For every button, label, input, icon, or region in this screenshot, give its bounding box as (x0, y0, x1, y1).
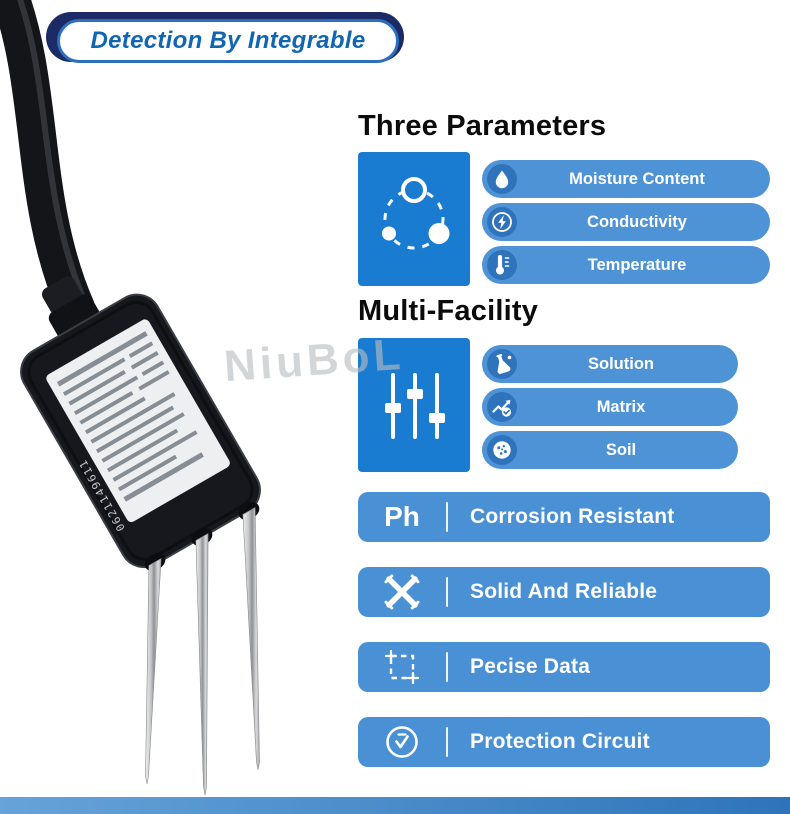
thermometer-icon (487, 250, 517, 280)
divider (446, 652, 448, 682)
section-heading-three-parameters: Three Parameters (358, 110, 607, 142)
facility-pill-label: Solution (588, 355, 654, 373)
soil-icon (487, 435, 517, 465)
conductivity-bolt-icon (487, 207, 517, 237)
section-heading-multi-facility: Multi-Facility (358, 295, 539, 327)
facility-pill-label: Soil (605, 441, 637, 459)
ph-icon: Ph (358, 501, 446, 533)
feature-label: Solid And Reliable (470, 580, 658, 603)
facility-pill-solution: Solution (482, 345, 738, 383)
feature-row-corrosion: Ph Corrosion Resistant (358, 492, 770, 542)
divider (446, 727, 448, 757)
param-pill-label: Temperature (587, 256, 687, 274)
growth-check-icon (487, 392, 517, 422)
cross-brace-icon (358, 569, 446, 615)
facility-pill-label: Matrix (596, 398, 646, 416)
facility-pill-matrix: Matrix (482, 388, 738, 426)
ph-icon-text: Ph (384, 501, 420, 532)
cable-highlight-icon (17, 0, 87, 302)
param-pill-moisture: Moisture Content (482, 160, 770, 198)
feature-row-precise: Pecise Data (358, 642, 770, 692)
title-badge-label: Detection By Integrable (90, 27, 366, 54)
title-badge: Detection By Integrable (57, 19, 399, 63)
facility-pill-soil: Soil (482, 431, 738, 469)
feature-row-solid: Solid And Reliable (358, 567, 770, 617)
probe-prong (195, 532, 209, 796)
protection-check-icon (358, 719, 446, 765)
param-pill-label: Moisture Content (569, 170, 705, 188)
cable (0, 0, 95, 327)
share-network-icon (358, 152, 470, 286)
divider (446, 577, 448, 607)
sliders-icon (358, 338, 470, 472)
moisture-drop-icon (487, 164, 517, 194)
device-label (46, 319, 230, 522)
footer-bar (0, 797, 790, 814)
flask-icon (487, 349, 517, 379)
label-text-lines (56, 331, 204, 502)
probe-prong (145, 557, 162, 785)
feature-label: Protection Circuit (470, 730, 650, 753)
feature-row-protection: Protection Circuit (358, 717, 770, 767)
param-pill-conductivity: Conductivity (482, 203, 770, 241)
probe-prong (242, 506, 260, 771)
param-pill-label: Conductivity (587, 213, 687, 231)
param-pill-temperature: Temperature (482, 246, 770, 284)
divider (446, 502, 448, 532)
product-photo: 0621149611 (0, 0, 261, 796)
sensor-body: 0621149611 (20, 276, 261, 569)
feature-label: Pecise Data (470, 655, 591, 678)
precision-frame-icon (358, 644, 446, 690)
feature-label: Corrosion Resistant (470, 505, 675, 528)
